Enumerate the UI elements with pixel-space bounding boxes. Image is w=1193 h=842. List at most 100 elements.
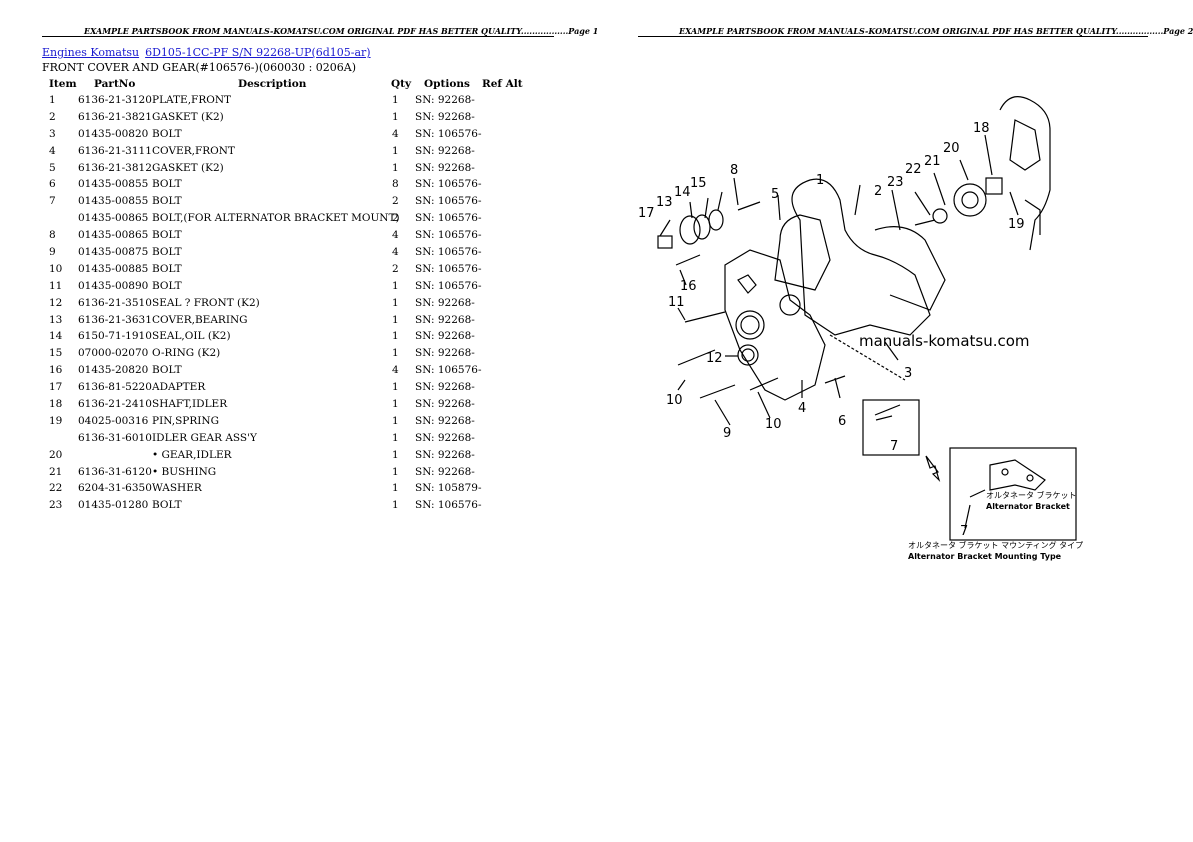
cell-description: BOLT [152, 499, 182, 512]
callout-18: 18 [973, 121, 990, 136]
callout-15: 15 [690, 176, 707, 191]
cell-partno: 6136-21-3821 [78, 110, 152, 123]
cell-options: SN: 92268- [415, 144, 475, 157]
cell-options: SN: 92268- [415, 431, 475, 444]
cell-qty: 1 [392, 499, 399, 512]
cell-options: SN: 106576- [415, 127, 482, 140]
cell-qty: 1 [392, 94, 399, 106]
cell-description: PLATE,FRONT [152, 94, 232, 106]
cell-partno: 6136-21-3631 [78, 313, 152, 326]
col-header-refalt: Ref Alt [482, 78, 523, 90]
col-header-partno: PartNo [94, 78, 136, 90]
cell-item: 4 [49, 144, 56, 157]
inset-label: Alternator Bracket [986, 502, 1070, 511]
cell-options: SN: 92268- [415, 448, 475, 461]
cell-partno: 6204-31-6350 [78, 482, 152, 495]
cell-partno: 01435-00890 [78, 279, 149, 292]
cell-description: O-RING (K2) [152, 347, 221, 360]
cell-item: 20 [49, 448, 63, 461]
page-header-right: EXAMPLE PARTSBOOK FROM MANUALS-KOMATSU.C… [679, 26, 1193, 36]
cell-partno: 01435-00855 [78, 195, 149, 208]
cell-description: ADAPTER [152, 381, 206, 394]
cell-partno: 6136-21-3510 [78, 296, 152, 309]
cell-partno: 01435-01280 [78, 499, 149, 512]
cell-partno: 6136-21-3812 [78, 161, 152, 174]
cell-options: SN: 106576- [415, 279, 482, 292]
callout-9: 9 [723, 426, 731, 441]
cell-options: SN: 92268- [415, 330, 475, 343]
cell-options: SN: 92268- [415, 161, 475, 174]
cell-partno: 04025-00316 [78, 414, 149, 427]
cell-item: 10 [49, 262, 63, 275]
cell-qty: 1 [392, 398, 399, 411]
exploded-view-illustration: 1 2 3 4 5 6 7 8 9 10 11 12 13 14 15 16 1… [638, 96, 1083, 561]
cell-options: SN: 106576- [415, 364, 482, 377]
cell-item: 9 [49, 246, 56, 259]
cell-options: SN: 92268- [415, 414, 475, 427]
cell-item: 18 [49, 398, 63, 411]
cell-partno: 6136-21-2410 [78, 398, 152, 411]
cell-description: BOLT [152, 195, 182, 208]
callout-8: 8 [730, 163, 738, 178]
cell-qty: 2 [392, 262, 399, 275]
cell-description: COVER,BEARING [152, 313, 248, 326]
cell-item: 14 [49, 330, 63, 343]
cell-description: SEAL ? FRONT (K2) [152, 296, 260, 309]
callout-17: 17 [638, 206, 655, 221]
cell-qty: 1 [392, 330, 399, 343]
cell-description: BOLT,(FOR ALTERNATOR BRACKET MOUNT) [152, 212, 400, 225]
header-divider-left [42, 36, 554, 37]
cell-qty: 1 [392, 414, 399, 427]
cell-partno: 01435-00865 [78, 212, 149, 225]
cell-item: 5 [49, 161, 56, 174]
breadcrumb-link-model[interactable]: 6D105-1CC-PF S/N 92268-UP(6d105-ar) [145, 46, 371, 59]
cell-qty: 2 [392, 212, 399, 225]
cell-item: 19 [49, 414, 63, 427]
cell-item: 1 [49, 94, 56, 106]
cell-options: SN: 106576- [415, 499, 482, 512]
col-header-description: Description [238, 78, 307, 90]
cell-description: PIN,SPRING [152, 414, 219, 427]
cell-qty: 1 [392, 448, 399, 461]
cell-qty: 1 [392, 381, 399, 394]
callout-23: 23 [887, 175, 904, 190]
cell-options: SN: 92268- [415, 381, 475, 394]
breadcrumb-link-engines[interactable]: Engines Komatsu [42, 46, 140, 59]
callout-13: 13 [656, 195, 673, 210]
cell-qty: 1 [392, 161, 399, 174]
col-header-item: Item [49, 78, 77, 90]
callout-10a: 10 [765, 417, 782, 432]
cell-qty: 1 [392, 296, 399, 309]
cell-description: GASKET (K2) [152, 161, 224, 174]
callout-7: 7 [890, 439, 898, 454]
cell-qty: 4 [392, 229, 399, 242]
cell-item: 7 [49, 195, 56, 208]
cell-qty: 1 [392, 465, 399, 478]
cell-options: SN: 92268- [415, 398, 475, 411]
cell-qty: 1 [392, 144, 399, 157]
cell-description: COVER,FRONT [152, 144, 235, 157]
inset-label-jp: オルタネータ ブラケット [986, 490, 1077, 500]
header-divider-right [638, 36, 1148, 37]
cell-item: 8 [49, 229, 56, 242]
cell-partno: 01435-00885 [78, 262, 149, 275]
cell-partno: 6136-81-5220 [78, 381, 152, 394]
callout-11: 11 [668, 295, 685, 310]
cell-item: 21 [49, 465, 63, 478]
cell-partno: 01435-00820 [78, 127, 149, 140]
cell-item: 22 [49, 482, 63, 495]
cell-qty: 4 [392, 127, 399, 140]
cell-item: 17 [49, 381, 63, 394]
cell-item: 11 [49, 279, 63, 292]
cell-item: 13 [49, 313, 63, 326]
watermark: manuals-komatsu.com [859, 332, 1030, 350]
cell-qty: 1 [392, 110, 399, 123]
cell-options: SN: 92268- [415, 347, 475, 360]
cell-partno: 6136-21-3111 [78, 144, 152, 157]
cell-description: SHAFT,IDLER [152, 398, 228, 411]
cell-description: • GEAR,IDLER [152, 448, 232, 461]
callout-10b: 10 [666, 393, 683, 408]
breadcrumb: Engines Komatsu 6D105-1CC-PF S/N 92268-UP… [42, 46, 371, 59]
callout-20: 20 [943, 141, 960, 156]
callout-4: 4 [798, 401, 806, 416]
